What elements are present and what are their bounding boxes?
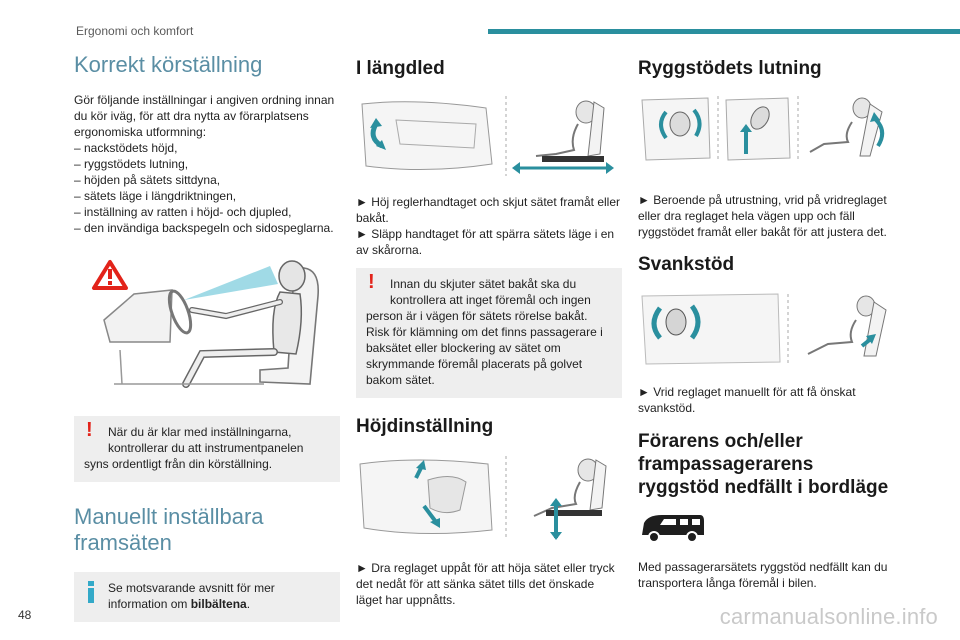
height-illustration bbox=[356, 454, 622, 540]
list-item: – sätets läge i längdriktningen, bbox=[74, 189, 237, 203]
warning-box-instrument-panel: ! När du är klar med inställningarna, ko… bbox=[74, 416, 340, 482]
section-title-bordlage: Förarens och/eller frampassagerarens ryg… bbox=[638, 430, 898, 499]
title-line: ryggstöd nedfällt i bordläge bbox=[638, 477, 889, 498]
running-header: Ergonomi och komfort bbox=[76, 24, 194, 38]
info-box-belts: Se motsvarande avsnitt för mer informati… bbox=[74, 572, 340, 622]
warning-line: När du är klar med inställningarna, bbox=[108, 425, 292, 439]
warning-line: kontrollera att inget föremål och ingen bbox=[390, 293, 591, 307]
title-line: frampassagerarens bbox=[638, 454, 814, 475]
longitudinal-illustration bbox=[356, 94, 622, 178]
lumbar-support-figure bbox=[641, 293, 887, 365]
instruction-step: ► Beroende på utrustning, vrid på vridre… bbox=[638, 193, 887, 239]
page-number: 48 bbox=[18, 608, 32, 622]
intro-block: Gör följande inställningar i angiven ord… bbox=[74, 92, 340, 236]
warning-box-slide-back: ! Innan du skjuter sätet bakåt ska du ko… bbox=[356, 268, 622, 398]
header-accent-bar bbox=[488, 29, 960, 34]
warning-exclamation-icon: ! bbox=[86, 419, 93, 441]
section-title-langdled: I längdled bbox=[356, 58, 445, 79]
instruction-step: ► Dra reglaget uppåt för att höja sätet … bbox=[356, 561, 615, 607]
warning-line: Innan du skjuter sätet bakåt ska du bbox=[390, 277, 577, 291]
info-line: information om bilbältena. bbox=[108, 597, 251, 611]
settings-list: – nackstödets höjd, – ryggstödets lutnin… bbox=[74, 140, 340, 236]
warning-line: person är i vägen för sätets rörelse bak… bbox=[366, 309, 603, 387]
title-line: Förarens och/eller bbox=[638, 431, 803, 452]
driver-position-illustration bbox=[74, 250, 340, 396]
backrest-illustration bbox=[638, 94, 898, 164]
section-title-korrekt: Korrekt körställning bbox=[74, 52, 263, 77]
info-bold-link: bilbältena bbox=[190, 597, 247, 611]
list-item: – nackstödets höjd, bbox=[74, 141, 178, 155]
warning-line: kontrollerar du att instrumentpanelen bbox=[108, 441, 304, 455]
list-item: – den invändiga backspegeln och sidospeg… bbox=[74, 221, 334, 235]
info-line: Se motsvarande avsnitt för mer bbox=[108, 581, 275, 595]
warning-line: syns ordentligt från din körställning. bbox=[84, 457, 273, 471]
backrest-tilt-figure bbox=[641, 96, 885, 162]
list-item: – höjden på sätets sittdyna, bbox=[74, 173, 221, 187]
lumbar-illustration bbox=[638, 292, 898, 366]
section-title-ryggstod: Ryggstödets lutning bbox=[638, 58, 822, 79]
bordlage-text: Med passagerarsätets ryggstöd nedfällt k… bbox=[638, 560, 888, 590]
instruction-step: ► Höj reglerhandtaget och skjut sätet fr… bbox=[356, 195, 621, 225]
van-icon bbox=[642, 515, 704, 543]
watermark-text: carmanualsonline.info bbox=[719, 604, 938, 629]
section-title-svankstod: Svankstöd bbox=[638, 254, 735, 275]
instruction-step: ► Släpp handtaget för att spärra sätets … bbox=[356, 227, 615, 257]
column-1: Korrekt körställning Gör följande instäl… bbox=[74, 52, 340, 622]
van-icon-wrap bbox=[638, 511, 718, 545]
column-2: I längdled ► Höj reglerhandtaget och skj… bbox=[356, 52, 622, 608]
info-icon bbox=[88, 581, 94, 603]
column-3: Ryggstödets lutning ► Beroende på utrust… bbox=[638, 52, 898, 591]
list-item: – inställning av ratten i höjd- och djup… bbox=[74, 205, 292, 219]
section-title-manuellt: Manuellt inställbara framsäten bbox=[74, 504, 340, 556]
warning-triangle-icon bbox=[92, 260, 128, 290]
seat-slide-figure bbox=[361, 96, 614, 176]
section-title-hojdinstallning: Höjdinställning bbox=[356, 416, 494, 437]
intro-text: Gör följande inställningar i angiven ord… bbox=[74, 93, 335, 139]
title-line: Manuellt inställbara bbox=[74, 504, 264, 529]
driver-seated-figure bbox=[92, 260, 320, 388]
instruction-step: ► Vrid reglaget manuellt för att få önsk… bbox=[638, 385, 856, 415]
list-item: – ryggstödets lutning, bbox=[74, 157, 189, 171]
warning-exclamation-icon: ! bbox=[368, 271, 375, 293]
title-line: framsäten bbox=[74, 530, 172, 555]
seat-height-figure bbox=[359, 456, 607, 540]
